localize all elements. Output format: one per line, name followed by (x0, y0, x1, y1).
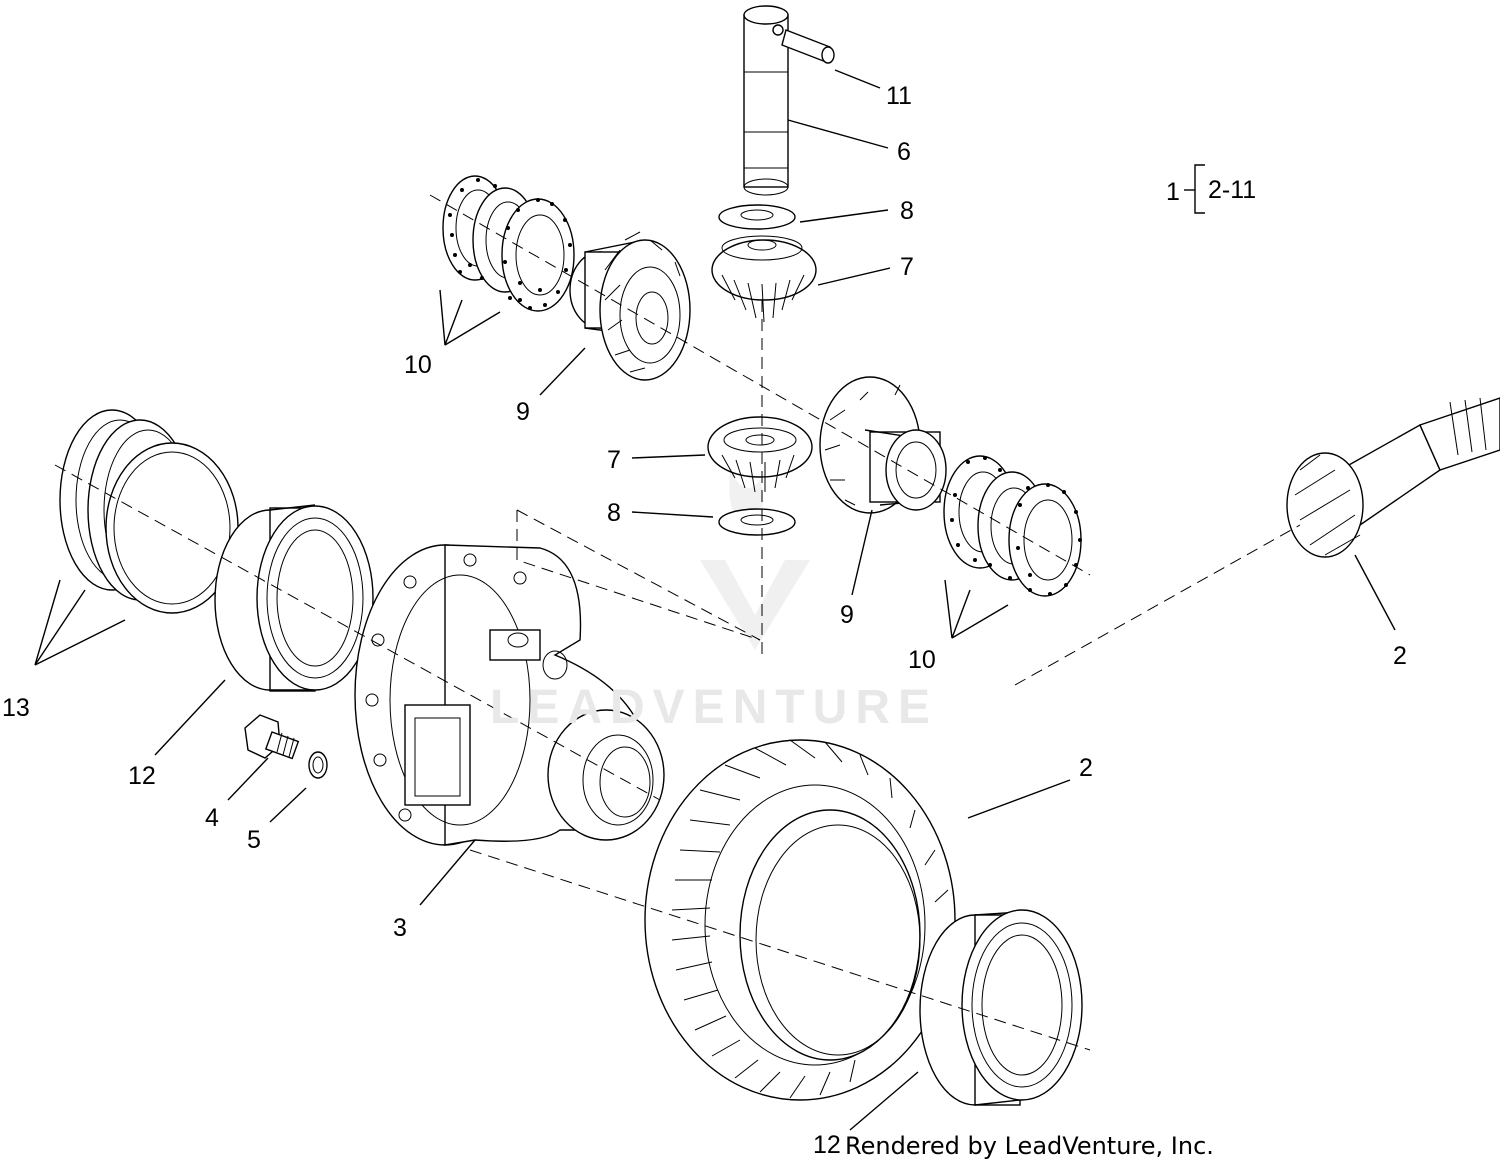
side-gear-lower (819, 376, 947, 514)
thrust-washer-upper (718, 204, 796, 230)
thrust-washer-lower (718, 508, 796, 536)
pinion-shaft (1286, 397, 1500, 558)
callout-8-upper: 8 (900, 197, 914, 225)
callout-11: 11 (886, 82, 912, 110)
callout-7-upper: 7 (900, 253, 914, 281)
differential-case (354, 544, 665, 846)
callout-9-upper: 9 (516, 398, 530, 426)
ring-gear (644, 739, 956, 1101)
callout-6: 6 (897, 138, 911, 166)
clutch-disc-pack-lower (943, 455, 1082, 597)
assembly-centerlines (54, 194, 1301, 1051)
side-gear-upper (569, 231, 691, 381)
clutch-disc-pack-upper (442, 175, 575, 312)
callout-7-lower: 7 (607, 446, 621, 474)
pinion-gear-lower (707, 416, 813, 493)
callout-10-upper: 10 (404, 351, 432, 379)
callout-8-lower: 8 (607, 499, 621, 527)
callout-12-right: 12 (813, 1131, 841, 1159)
render-credit: Rendered by LeadVenture, Inc. (845, 1132, 1214, 1160)
callout-2-ring: 2 (1079, 754, 1093, 782)
lock-washer (308, 751, 328, 779)
callout-9-lower: 9 (840, 601, 854, 629)
bearing-right (919, 909, 1083, 1106)
seal-ring-set (59, 409, 239, 614)
pinion-gear-upper (711, 235, 817, 323)
callout-leaders (34, 69, 1396, 1131)
watermark-logo (700, 470, 810, 650)
callout-3: 3 (393, 914, 407, 942)
callout-13: 13 (2, 694, 30, 722)
callout-4: 4 (205, 804, 219, 832)
bearing-left (214, 504, 374, 692)
watermark-text: LEADVENTURE (490, 681, 939, 734)
group-key-bracket (1184, 164, 1205, 214)
callout-2-pinion: 2 (1393, 642, 1407, 670)
callout-5: 5 (247, 826, 261, 854)
group-key-parent: 1 (1166, 178, 1180, 206)
callout-10-lower: 10 (908, 646, 936, 674)
callout-12-left: 12 (128, 762, 156, 790)
cross-shaft (743, 5, 789, 196)
group-key-range: 2-11 (1208, 176, 1257, 204)
hex-bolt (244, 714, 300, 760)
roll-pin (781, 29, 835, 64)
